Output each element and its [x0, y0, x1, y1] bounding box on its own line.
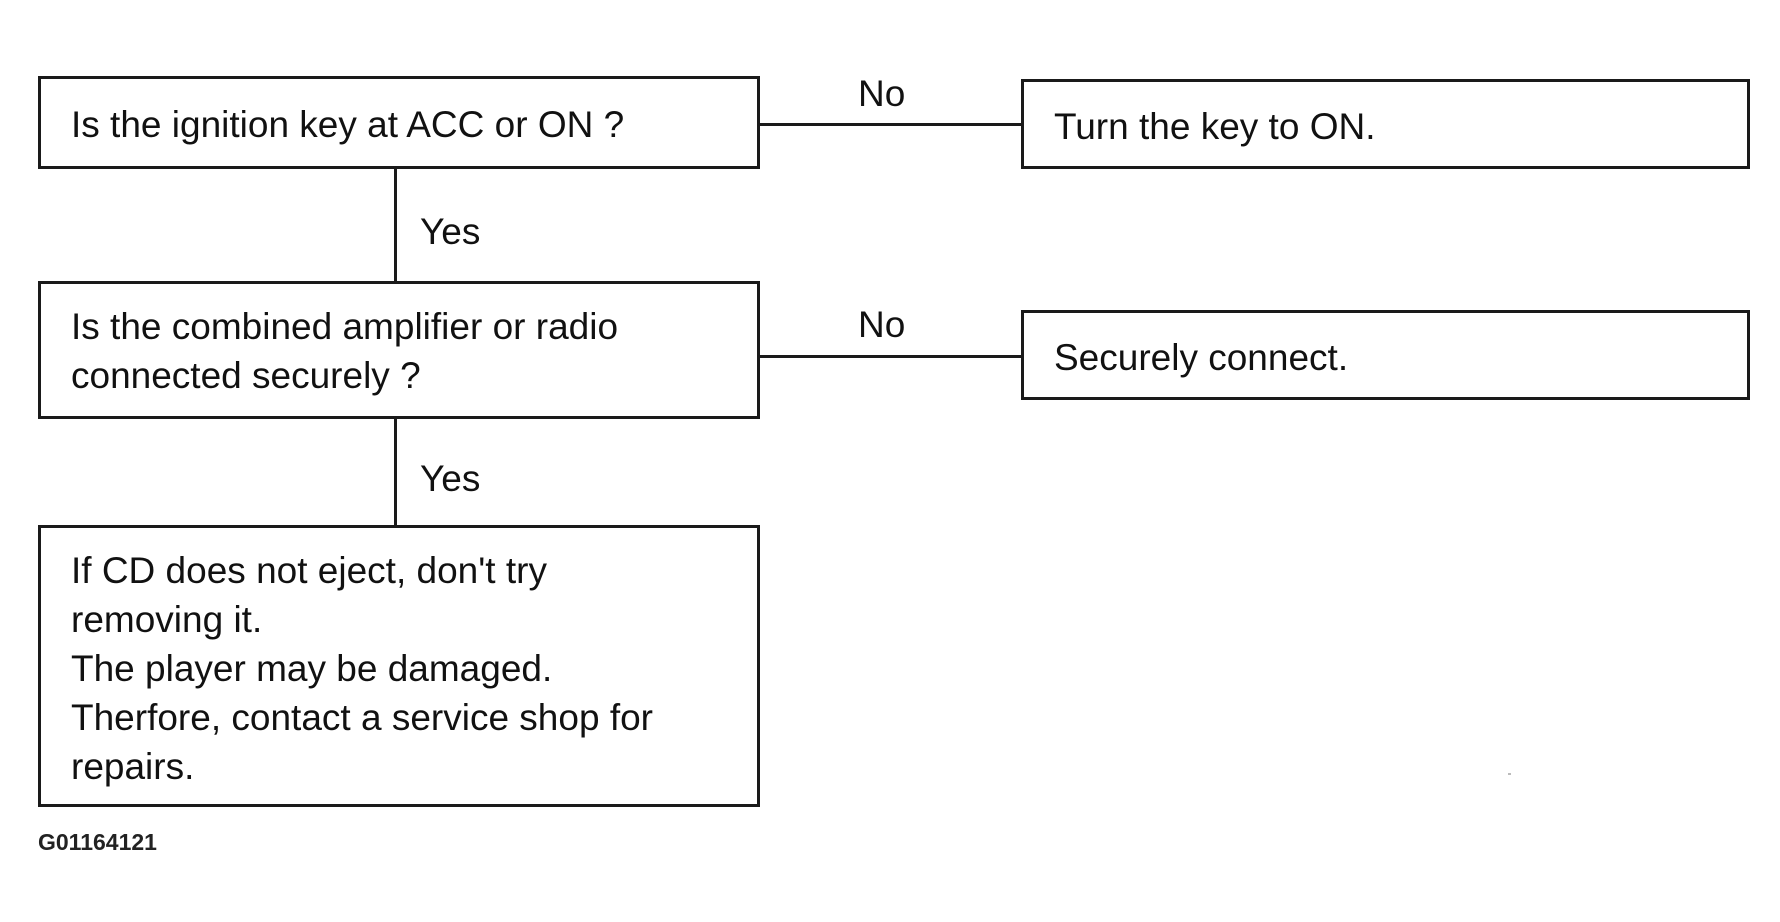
connector-yes-ignition — [394, 169, 397, 283]
action-box-turn-key — [1021, 79, 1750, 169]
connector-no-amplifier — [760, 355, 1022, 358]
connector-label-yes-ignition: Yes — [420, 211, 481, 252]
result-text-cd-eject-advice: If CD does not eject, don't try removing… — [71, 550, 653, 787]
connector-no-ignition — [760, 123, 1022, 126]
action-text-securely-connect: Securely connect. — [1054, 337, 1349, 378]
connector-label-no-ignition: No — [858, 73, 906, 114]
figure-id: G01164121 — [38, 829, 157, 855]
connector-label-no-amplifier: No — [858, 304, 906, 345]
result-box-cd-eject-advice — [38, 525, 760, 807]
connector-yes-amplifier — [394, 419, 397, 527]
action-text-turn-key: Turn the key to ON. — [1054, 106, 1376, 147]
decision-text-ignition-key: Is the ignition key at ACC or ON ? — [71, 104, 625, 145]
decision-box-amplifier-connection — [38, 281, 760, 419]
decision-text-amplifier-connection: Is the combined amplifier or radio conne… — [71, 306, 619, 396]
action-box-securely-connect — [1021, 310, 1750, 400]
decision-box-ignition-key — [38, 76, 760, 169]
scan-speck — [1508, 773, 1511, 775]
connector-label-yes-amplifier: Yes — [420, 458, 481, 499]
